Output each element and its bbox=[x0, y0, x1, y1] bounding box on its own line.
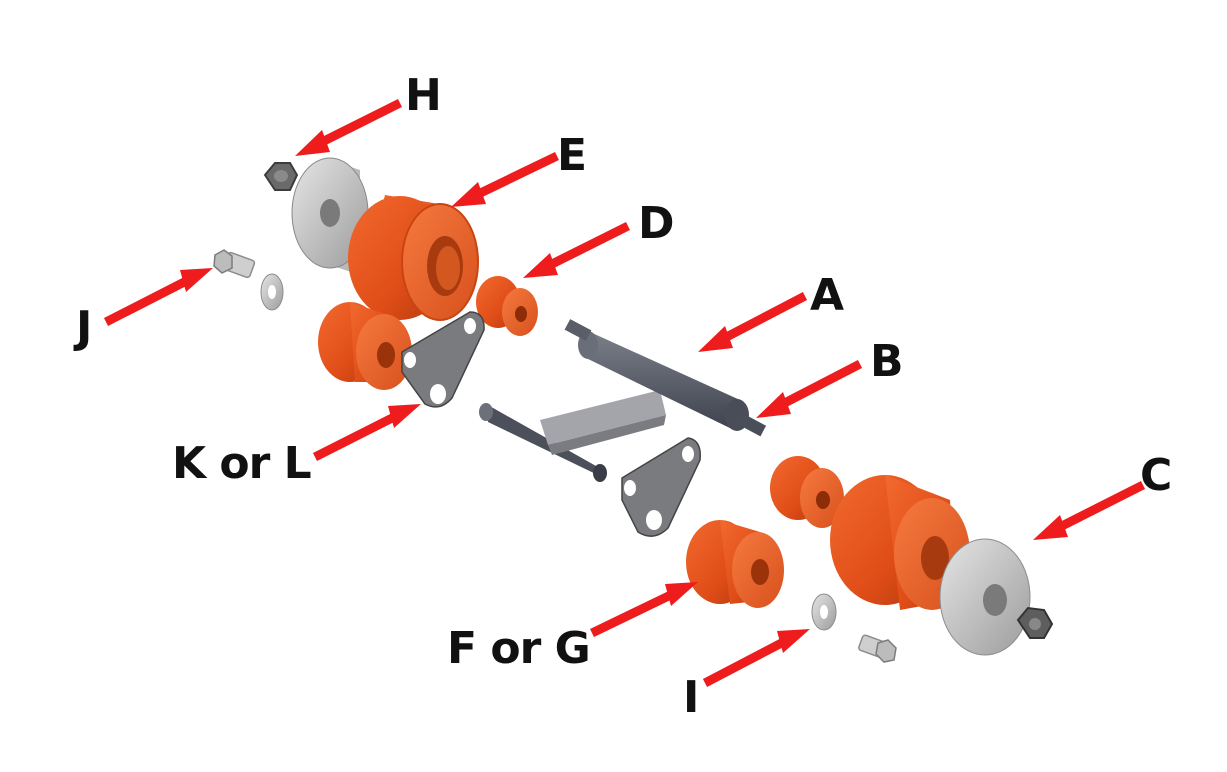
label-i: I bbox=[683, 672, 698, 723]
label-e: E bbox=[557, 130, 586, 181]
label-d: D bbox=[638, 198, 674, 249]
label-a: A bbox=[810, 270, 844, 321]
arrow-k-or-l bbox=[312, 407, 408, 462]
small-washer-i bbox=[811, 593, 837, 631]
bushing-left-lower bbox=[318, 302, 412, 390]
arrow-d bbox=[536, 221, 631, 275]
arrow-i bbox=[702, 633, 797, 687]
arrow-h bbox=[308, 98, 403, 152]
label-h: H bbox=[405, 70, 441, 121]
arrow-f-or-g bbox=[590, 585, 685, 638]
arrow-c bbox=[1046, 480, 1146, 537]
large-washer-right bbox=[939, 538, 1031, 656]
nut-right bbox=[1016, 606, 1054, 639]
small-washer-left bbox=[260, 273, 284, 311]
bushing-d bbox=[476, 276, 538, 336]
plate-k-or-l-right bbox=[621, 437, 701, 537]
arrow-heads bbox=[180, 130, 1068, 653]
arrow-a bbox=[711, 292, 808, 347]
bushing-f-or-g bbox=[686, 520, 784, 608]
nut-h bbox=[263, 162, 299, 191]
label-c: C bbox=[1140, 450, 1171, 501]
label-b: B bbox=[870, 336, 903, 387]
label-j: J bbox=[73, 302, 91, 353]
arrow-b bbox=[769, 360, 863, 413]
bolt-right bbox=[858, 634, 897, 663]
bushing-right-small bbox=[770, 456, 844, 528]
plate-k-or-l-left bbox=[401, 311, 485, 408]
arrows bbox=[103, 98, 1146, 687]
bushing-e bbox=[348, 195, 479, 321]
bolt-j bbox=[213, 249, 256, 279]
axle-assembly bbox=[479, 319, 767, 482]
arrow-e bbox=[464, 151, 559, 204]
label-f-or-g: F or G bbox=[447, 623, 590, 674]
arrow-j bbox=[103, 271, 200, 327]
label-k-or-l: K or L bbox=[172, 438, 311, 489]
